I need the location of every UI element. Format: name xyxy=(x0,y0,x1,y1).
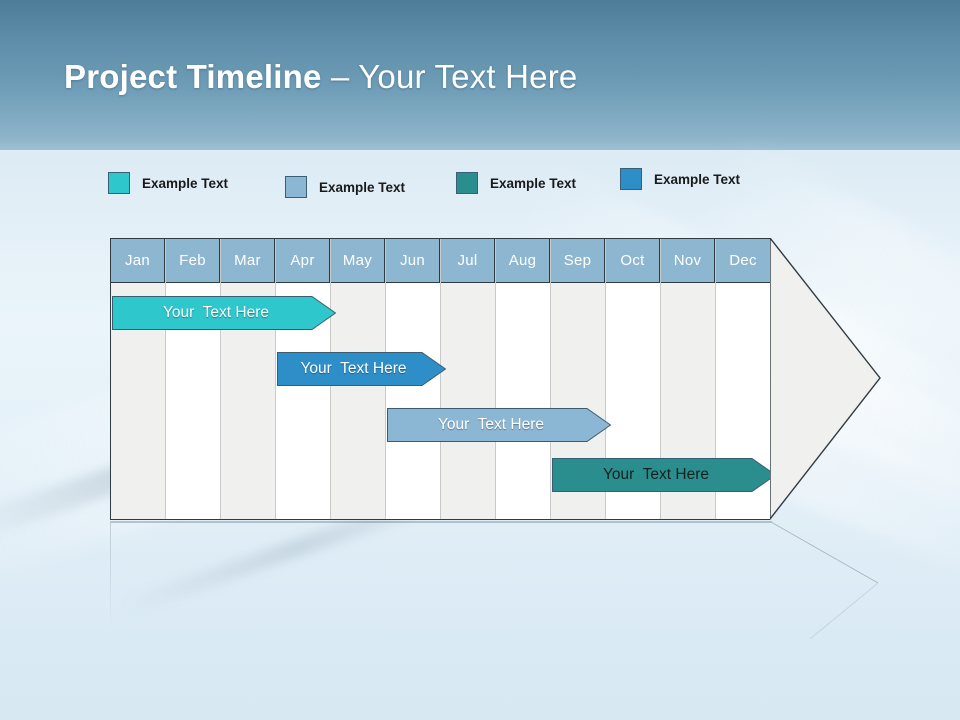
timeline-bar[interactable]: Your Text Here xyxy=(552,458,776,492)
month-header-cell[interactable]: Jul xyxy=(441,239,495,283)
legend-item[interactable]: Example Text xyxy=(456,172,576,194)
timeline-bar-label: Your Text Here xyxy=(603,466,709,483)
timeline-column-feb: Feb xyxy=(166,239,221,519)
timeline-bar-shape xyxy=(552,458,776,492)
timeline-column-body xyxy=(386,283,440,519)
month-header-cell[interactable]: May xyxy=(331,239,385,283)
month-header-cell[interactable]: Dec xyxy=(716,239,770,283)
legend-item-label: Example Text xyxy=(654,171,741,187)
timeline-column-body xyxy=(496,283,550,519)
legend-item-label: Example Text xyxy=(142,175,229,191)
legend-swatch-icon xyxy=(620,168,642,190)
timeline-bar-label: Your Text Here xyxy=(163,304,269,321)
month-header-cell[interactable]: Aug xyxy=(496,239,550,283)
timeline-bar[interactable]: Your Text Here xyxy=(387,408,611,442)
month-header-cell[interactable]: Jun xyxy=(386,239,440,283)
legend-swatch-icon xyxy=(456,172,478,194)
month-header-cell[interactable]: Oct xyxy=(606,239,660,283)
legend-swatch-icon xyxy=(108,172,130,194)
legend-item[interactable]: Example Text xyxy=(108,172,228,194)
timeline-bar-label: Your Text Here xyxy=(438,416,544,433)
legend-item-label: Example Text xyxy=(319,179,406,195)
timeline-column-jun: Jun xyxy=(386,239,441,519)
timeline-column-jul: Jul xyxy=(441,239,496,519)
timeline-bar[interactable]: Your Text Here xyxy=(112,296,336,330)
timeline-bar-shape xyxy=(387,408,611,442)
month-header-cell[interactable]: Mar xyxy=(221,239,275,283)
legend-item-label: Example Text xyxy=(490,175,577,191)
timeline-column-body xyxy=(331,283,385,519)
timeline-bar-label: Your Text Here xyxy=(300,360,407,377)
month-header-cell[interactable]: Feb xyxy=(166,239,220,283)
timeline-column-jan: Jan xyxy=(111,239,166,519)
timeline-column-mar: Mar xyxy=(221,239,276,519)
month-header-cell[interactable]: Jan xyxy=(111,239,165,283)
page-title: Project Timeline – Your Text Here xyxy=(64,58,577,96)
timeline-bar-shape xyxy=(112,296,336,330)
timeline-column-aug: Aug xyxy=(496,239,551,519)
timeline-bar[interactable]: Your Text Here xyxy=(277,352,446,386)
month-header-cell[interactable]: Nov xyxy=(661,239,715,283)
legend-swatch-icon xyxy=(285,176,307,198)
timeline-column-body xyxy=(441,283,495,519)
month-header-cell[interactable]: Apr xyxy=(276,239,330,283)
page-title-bold: Project Timeline xyxy=(64,58,331,95)
timeline-bar-shape xyxy=(277,352,446,386)
legend-item[interactable]: Example Text xyxy=(285,176,405,198)
legend-item[interactable]: Example Text xyxy=(620,168,740,190)
page-title-regular: – Your Text Here xyxy=(330,58,578,95)
month-header-cell[interactable]: Sep xyxy=(551,239,605,283)
timeline-column-may: May xyxy=(331,239,386,519)
